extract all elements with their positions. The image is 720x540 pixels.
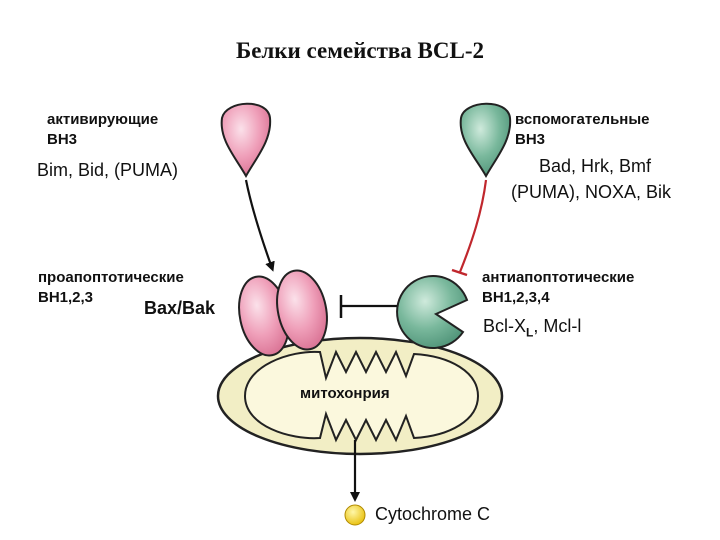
activation-arrow <box>246 180 272 268</box>
cytochrome-c-dot <box>345 505 365 525</box>
antiapoptotic-domain-label: BH1,2,3,4 <box>482 288 550 307</box>
proapoptotic-class-label: проапоптотические <box>38 268 184 287</box>
proapoptotic-domain-label: BH1,2,3 <box>38 288 93 307</box>
activator-bh3-shape <box>222 104 271 176</box>
sensitizer-domain-label: BH3 <box>515 130 545 149</box>
antiapoptotic-class-label: антиапоптотические <box>482 268 634 287</box>
antiapoptotic-members-rest: , Mcl-l <box>533 316 581 336</box>
activator-class-label: активирующие <box>47 110 158 129</box>
proapoptotic-members-label: Bax/Bak <box>144 298 215 319</box>
sensitizer-members-line1: Bad, Hrk, Bmf <box>539 156 651 177</box>
sensitizer-class-label: вспомогательные <box>515 110 650 129</box>
activator-domain-label: BH3 <box>47 130 77 149</box>
antiapoptotic-pacman-shape <box>397 276 467 348</box>
antiapoptotic-members-label: Bcl-XL, Mcl-l <box>483 316 581 340</box>
sensitizer-members-line2: (PUMA), NOXA, Bik <box>511 182 671 203</box>
antiapoptotic-members-main: Bcl-X <box>483 316 526 336</box>
page-title: Белки семейства BCL-2 <box>0 38 720 64</box>
sensitizer-inhibition-line <box>460 180 486 272</box>
cytochrome-c-label: Cytochrome C <box>375 504 490 525</box>
mitochondrion-label: митохонрия <box>300 384 390 403</box>
activator-members-label: Bim, Bid, (PUMA) <box>37 160 178 181</box>
sensitizer-bh3-shape <box>461 104 511 176</box>
